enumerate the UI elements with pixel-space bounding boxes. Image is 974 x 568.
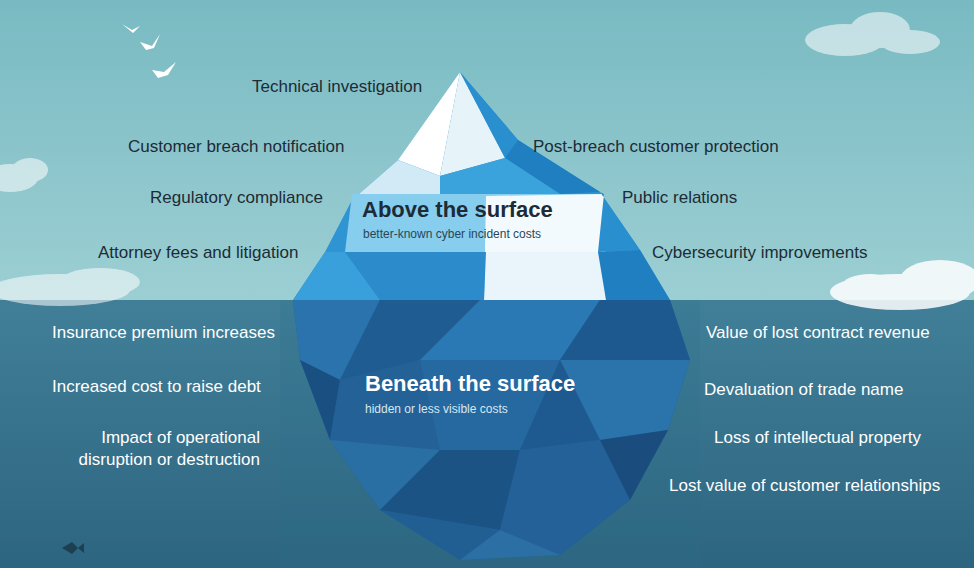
section-heading: Above the surface bbox=[362, 196, 553, 224]
clouds-front bbox=[830, 260, 974, 310]
cost-label: Customer breach notification bbox=[128, 136, 344, 158]
cost-label: Cybersecurity improvements bbox=[652, 242, 867, 264]
cost-label: Insurance premium increases bbox=[52, 322, 275, 344]
fish bbox=[62, 542, 84, 554]
cost-label: Lost value of customer relationships bbox=[669, 475, 940, 497]
cost-label: Regulatory compliance bbox=[150, 187, 323, 209]
cost-label: Impact of operational disruption or dest… bbox=[50, 427, 260, 471]
cost-label: Value of lost contract revenue bbox=[706, 322, 930, 344]
birds bbox=[122, 24, 176, 78]
section-heading: Beneath the surface bbox=[365, 370, 575, 398]
cost-label: Technical investigation bbox=[252, 76, 422, 98]
iceberg-tip bbox=[293, 72, 670, 300]
cost-label: Attorney fees and litigation bbox=[98, 242, 298, 264]
cost-label: Public relations bbox=[622, 187, 737, 209]
iceberg-underwater bbox=[280, 300, 700, 568]
cost-label: Devaluation of trade name bbox=[704, 379, 903, 401]
clouds bbox=[0, 12, 940, 306]
cost-label: Loss of intellectual property bbox=[714, 427, 921, 449]
sky bbox=[0, 0, 974, 300]
section-subtitle: better-known cyber incident costs bbox=[363, 226, 541, 242]
water bbox=[0, 300, 974, 568]
cost-label: Post-breach customer protection bbox=[533, 136, 779, 158]
cost-label: Increased cost to raise debt bbox=[52, 376, 261, 398]
section-subtitle: hidden or less visible costs bbox=[365, 401, 508, 417]
